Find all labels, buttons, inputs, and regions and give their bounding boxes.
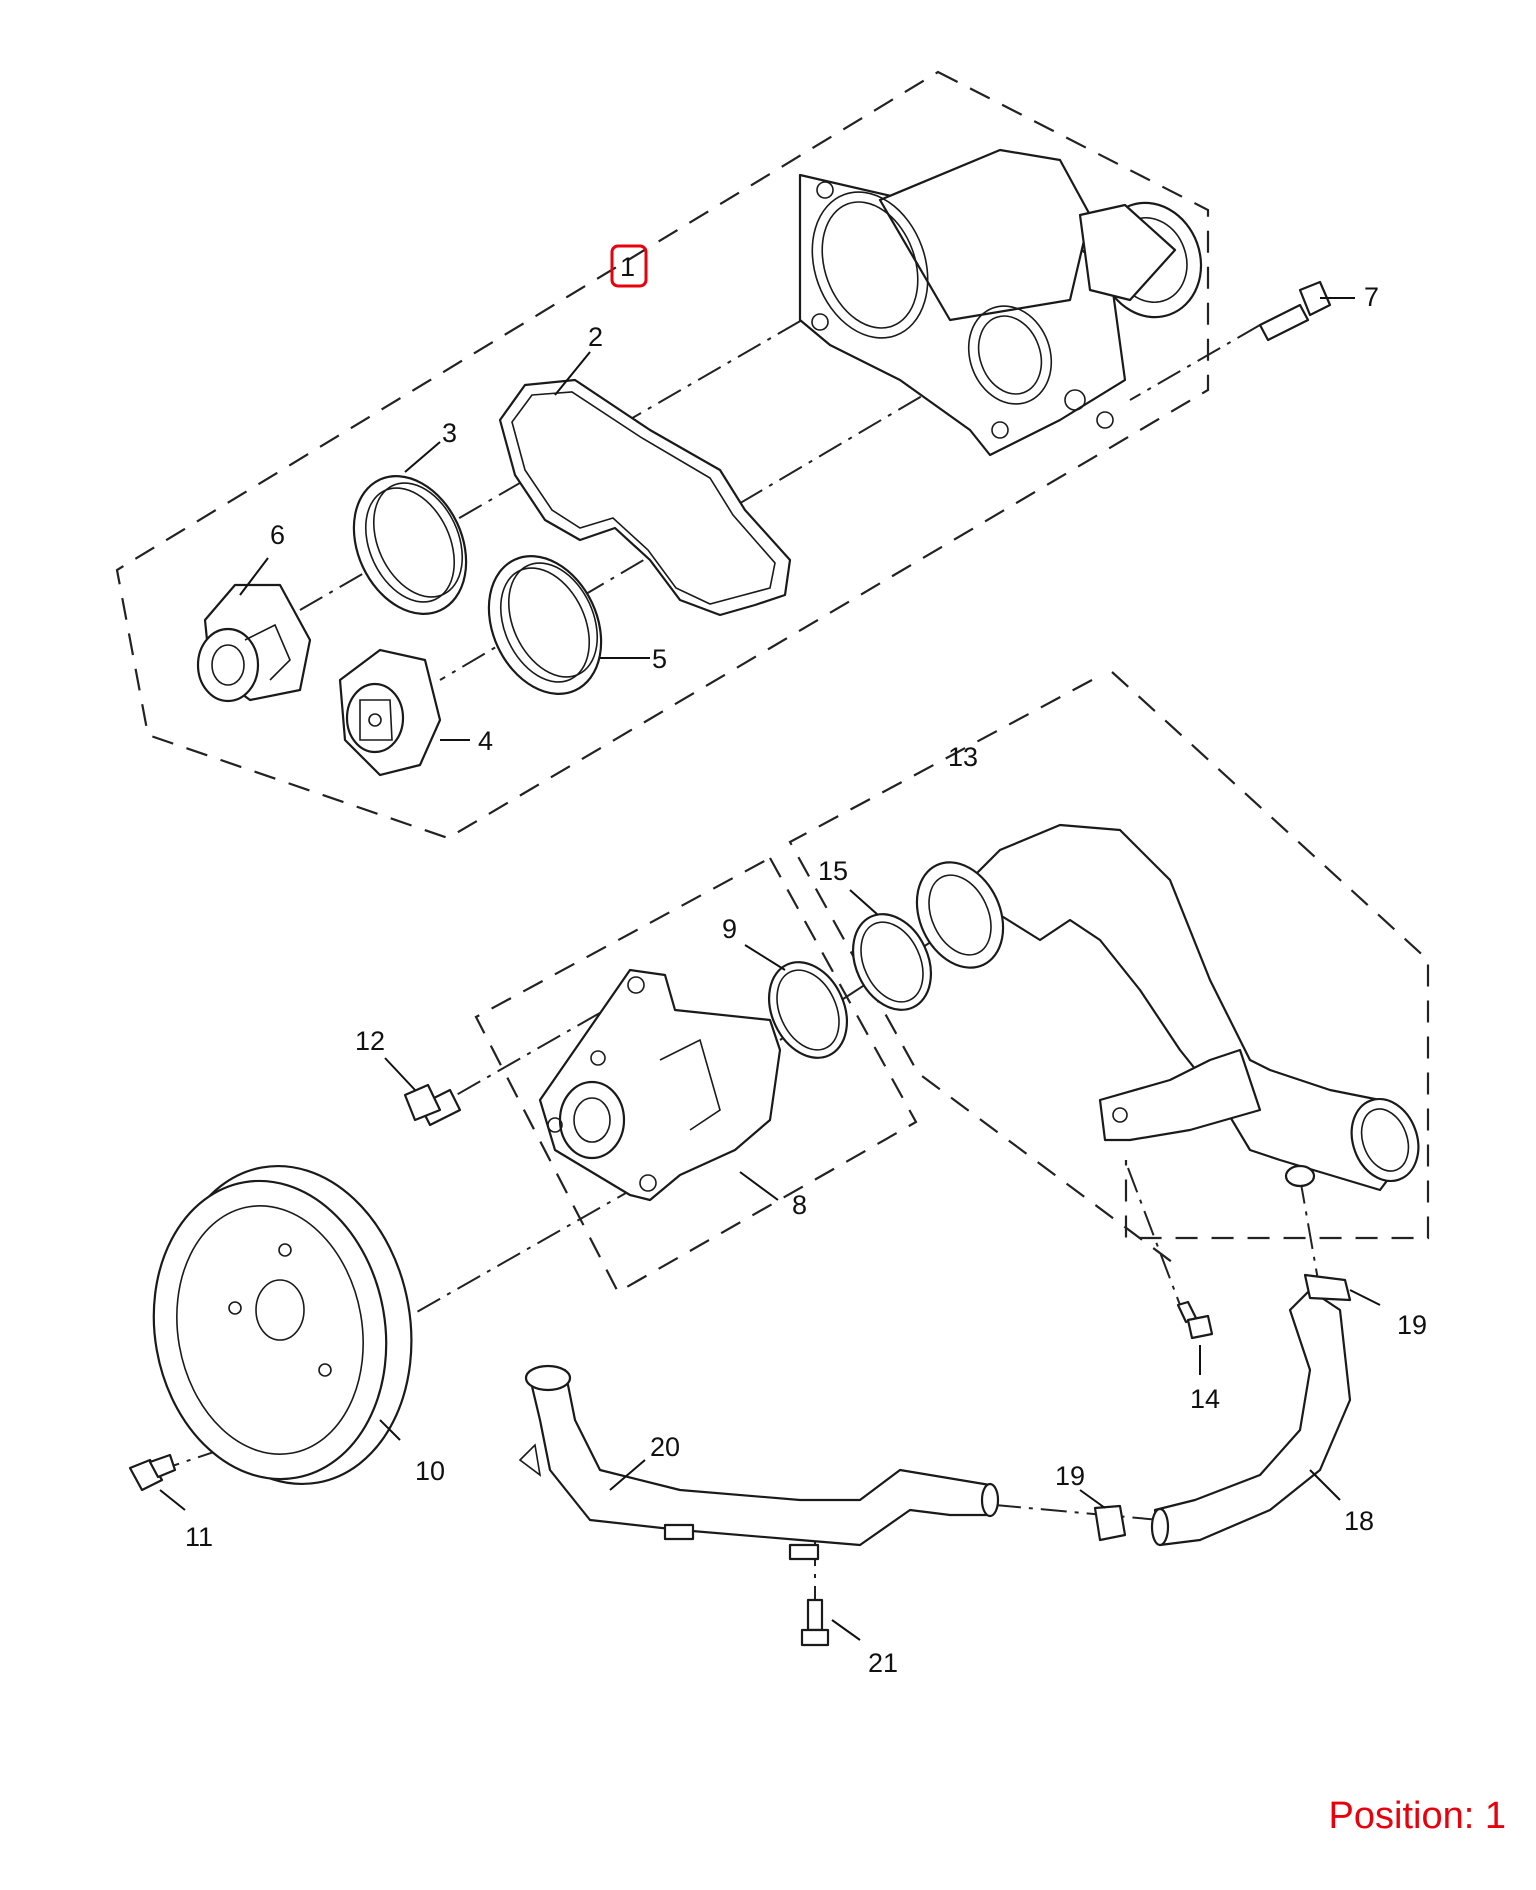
- hose-clamp-lower: [1093, 1504, 1127, 1542]
- o-ring-15: [852, 913, 932, 1011]
- bolt-21: [800, 1598, 830, 1647]
- leader-15: [849, 889, 879, 916]
- callout-7[interactable]: 7: [1364, 282, 1379, 312]
- bypass-pipe: [518, 1364, 1000, 1561]
- callout-19-lower[interactable]: 19: [1055, 1461, 1085, 1491]
- centerline-pump: [429, 989, 641, 1111]
- bolt-12: [403, 1083, 462, 1127]
- callout-21[interactable]: 21: [868, 1648, 898, 1678]
- leader-9: [744, 944, 786, 971]
- callout-19-upper[interactable]: 19: [1397, 1310, 1427, 1340]
- leader-19b: [1079, 1489, 1106, 1509]
- callout-3[interactable]: 3: [442, 418, 457, 448]
- assembly-13-outline-inner: [788, 679, 1181, 1269]
- selected-callout-highlight: [610, 244, 648, 288]
- leader-6: [239, 557, 269, 596]
- callout-5[interactable]: 5: [652, 644, 667, 674]
- hose-clamp-upper: [1303, 1273, 1352, 1302]
- thermostat-housing: [798, 148, 1203, 457]
- callout-8[interactable]: 8: [792, 1190, 807, 1220]
- callout-11[interactable]: 11: [185, 1522, 213, 1552]
- callout-9[interactable]: 9: [722, 914, 737, 944]
- leader-18: [1309, 1469, 1341, 1501]
- callout-15[interactable]: 15: [818, 856, 848, 886]
- callout-20[interactable]: 20: [650, 1432, 680, 1462]
- callout-1[interactable]: 1: [620, 252, 635, 282]
- assembly-8-outline: [474, 856, 918, 1294]
- water-pump: [538, 968, 782, 1202]
- callout-12[interactable]: 12: [355, 1026, 385, 1056]
- housing-gasket-inner: [511, 391, 776, 605]
- callout-13[interactable]: 13: [948, 742, 978, 772]
- assembly-13-outline: [1111, 671, 1430, 1240]
- housing-gasket: [498, 378, 792, 617]
- bolt-7: [1258, 280, 1332, 342]
- centerline-hose-top: [1299, 1177, 1319, 1281]
- centerline-bolt-14: [1127, 1167, 1181, 1306]
- callout-6[interactable]: 6: [270, 520, 285, 550]
- callout-2[interactable]: 2: [588, 322, 603, 352]
- leader-11: [159, 1489, 186, 1511]
- seal-ring-5: [487, 555, 603, 695]
- centerline-hose-19: [994, 1504, 1161, 1521]
- leader-20: [609, 1459, 646, 1491]
- leader-8: [739, 1171, 779, 1201]
- coolant-hose-end: [1150, 1507, 1170, 1547]
- callout-10[interactable]: 10: [415, 1456, 445, 1486]
- crankshaft-pulley: [152, 1164, 413, 1486]
- position-label: Position: 1: [1328, 1795, 1506, 1837]
- centerline-bolt-7: [1129, 324, 1261, 401]
- callout-18[interactable]: 18: [1344, 1506, 1374, 1536]
- leader-3: [404, 441, 441, 473]
- bolt-14: [1176, 1300, 1214, 1340]
- thermostat-6: [196, 583, 312, 703]
- o-ring-9: [768, 961, 848, 1059]
- thermostat-4: [338, 648, 442, 777]
- assembly-1-outline: [115, 70, 1210, 840]
- coolant-pipe: [915, 823, 1420, 1192]
- leader-21: [831, 1619, 861, 1641]
- seal-ring-3: [352, 475, 468, 615]
- leader-12: [384, 1057, 416, 1091]
- callout-4[interactable]: 4: [478, 726, 493, 756]
- leader-10: [379, 1419, 401, 1441]
- bolt-11: [128, 1453, 177, 1492]
- coolant-hose: [1153, 1288, 1352, 1547]
- callout-14[interactable]: 14: [1190, 1384, 1220, 1414]
- leader-19a: [1349, 1289, 1381, 1306]
- leader-2: [554, 351, 591, 396]
